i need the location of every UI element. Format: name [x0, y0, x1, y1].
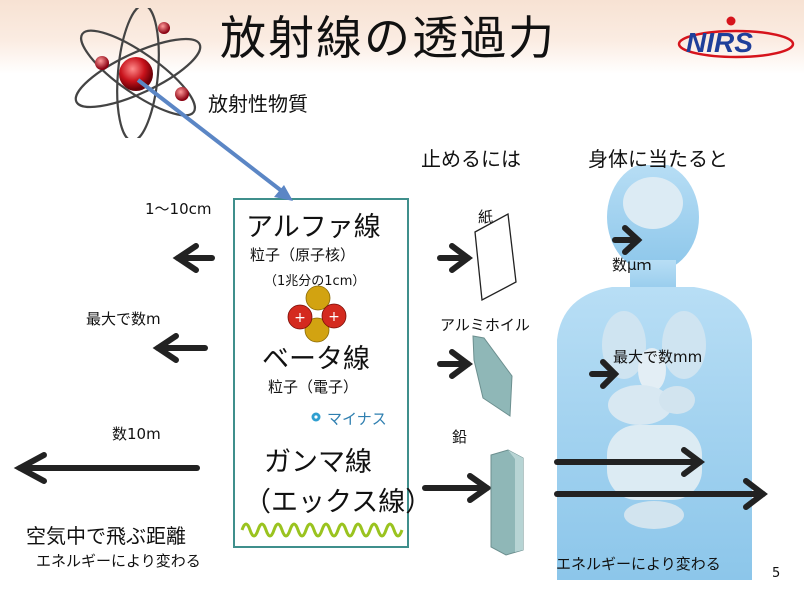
alpha-charge-label: +	[294, 310, 306, 326]
gamma-ray-desc: （エックス線）	[244, 487, 433, 518]
column-heading-body: 身体に当たると	[588, 147, 728, 171]
alpha-particle-icon: + +	[287, 285, 347, 343]
beta-body-effect: 最大で数mm	[613, 348, 703, 366]
logo-text: NIRS	[686, 27, 753, 58]
alpha-body-effect: 数μｍ	[612, 256, 652, 274]
left-footer-sub: エネルギーにより変わる	[36, 552, 201, 570]
page-title: 放射線の透過力	[220, 11, 556, 65]
column-heading-stop: 止めるには	[421, 147, 521, 171]
human-body-figure	[557, 165, 752, 580]
beta-ray-name: ベータ線	[262, 344, 370, 375]
alpha-ray-size: （1兆分の1cm）	[264, 274, 366, 289]
right-footer: エネルギーにより変わる	[556, 555, 721, 573]
source-label: 放射性物質	[208, 92, 308, 116]
alpha-shield-label: 紙	[478, 208, 494, 226]
beta-ray-desc: 粒子（電子）	[268, 378, 359, 396]
paper-shield	[474, 212, 517, 302]
nirs-logo: NIRS	[677, 16, 795, 59]
aluminum-foil-shield	[472, 335, 513, 417]
left-footer: 空気中で飛ぶ距離	[26, 524, 186, 548]
radiation-types-box	[233, 198, 409, 548]
page-number: 5	[772, 566, 781, 581]
beta-shield-label: アルミホイル	[440, 316, 530, 334]
logo-text-letters: NIRS	[686, 27, 753, 58]
connector-arrowhead	[274, 185, 293, 201]
beta-range: 最大で数m	[86, 310, 161, 328]
gamma-shield-label: 鉛	[452, 428, 468, 446]
alpha-ray-name: アルファ線	[246, 212, 381, 243]
alpha-ray-desc: 粒子（原子核）	[250, 246, 356, 264]
atom-icon	[74, 8, 202, 138]
gamma-wave-icon	[240, 522, 404, 538]
gamma-ray-name: ガンマ線	[264, 447, 372, 478]
gamma-range: 数10m	[112, 425, 161, 443]
beta-minus-label: マイナス	[327, 410, 387, 428]
alpha-charge-label-2: +	[328, 309, 340, 325]
alpha-range: 1～10cm	[145, 200, 212, 218]
